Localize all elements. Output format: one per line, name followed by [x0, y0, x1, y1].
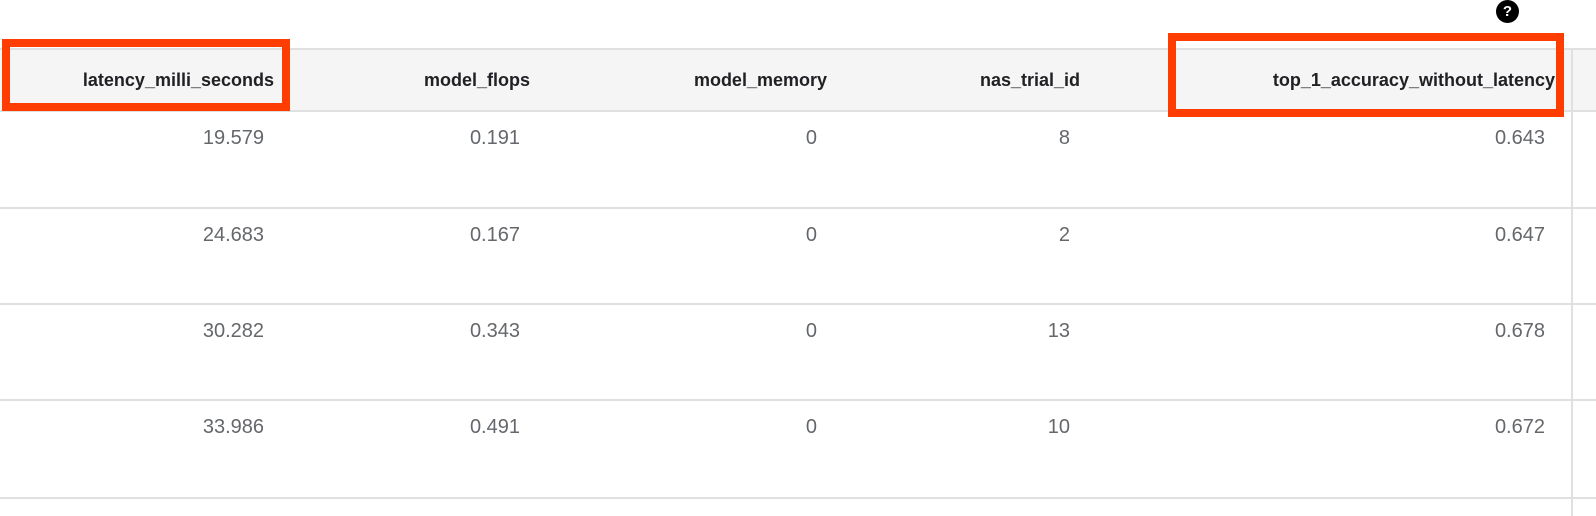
- partial-row: [0, 498, 1596, 516]
- empty-cell: [0, 498, 290, 516]
- empty-cell: [546, 498, 843, 516]
- cell-model_flops: 0.191: [290, 111, 546, 209]
- empty-cell: [1096, 498, 1572, 516]
- filler-cell: [1571, 304, 1596, 401]
- cell-model_memory: 0: [546, 208, 843, 305]
- filler-cell: [1571, 498, 1596, 516]
- help-icon[interactable]: ?: [1496, 0, 1519, 23]
- cell-latency_milli_seconds: 19.579: [0, 111, 290, 209]
- cell-top_1_accuracy_without_latency: 0.678: [1096, 304, 1572, 401]
- cell-model_memory: 0: [546, 304, 843, 401]
- column-header-top_1_accuracy_without_latency[interactable]: top_1_accuracy_without_latency: [1096, 48, 1572, 112]
- column-header-latency_milli_seconds[interactable]: latency_milli_seconds: [0, 48, 290, 112]
- filler-column-header: [1571, 48, 1596, 112]
- cell-model_flops: 0.167: [290, 208, 546, 305]
- column-header-model_memory[interactable]: model_memory: [546, 48, 843, 112]
- column-header-model_flops[interactable]: model_flops: [290, 48, 546, 112]
- empty-cell: [290, 498, 546, 516]
- cell-nas_trial_id: 8: [843, 111, 1096, 209]
- cell-model_flops: 0.343: [290, 304, 546, 401]
- cell-model_memory: 0: [546, 111, 843, 209]
- cell-nas_trial_id: 2: [843, 208, 1096, 305]
- cell-latency_milli_seconds: 33.986: [0, 400, 290, 499]
- empty-cell: [843, 498, 1096, 516]
- cell-model_memory: 0: [546, 400, 843, 499]
- filler-cell: [1571, 208, 1596, 305]
- filler-cell: [1571, 400, 1596, 499]
- column-header-nas_trial_id[interactable]: nas_trial_id: [843, 48, 1096, 112]
- cell-nas_trial_id: 13: [843, 304, 1096, 401]
- cell-model_flops: 0.491: [290, 400, 546, 499]
- cell-top_1_accuracy_without_latency: 0.643: [1096, 111, 1572, 209]
- cell-latency_milli_seconds: 24.683: [0, 208, 290, 305]
- cell-top_1_accuracy_without_latency: 0.672: [1096, 400, 1572, 499]
- cell-nas_trial_id: 10: [843, 400, 1096, 499]
- cell-top_1_accuracy_without_latency: 0.647: [1096, 208, 1572, 305]
- filler-cell: [1571, 111, 1596, 209]
- cell-latency_milli_seconds: 30.282: [0, 304, 290, 401]
